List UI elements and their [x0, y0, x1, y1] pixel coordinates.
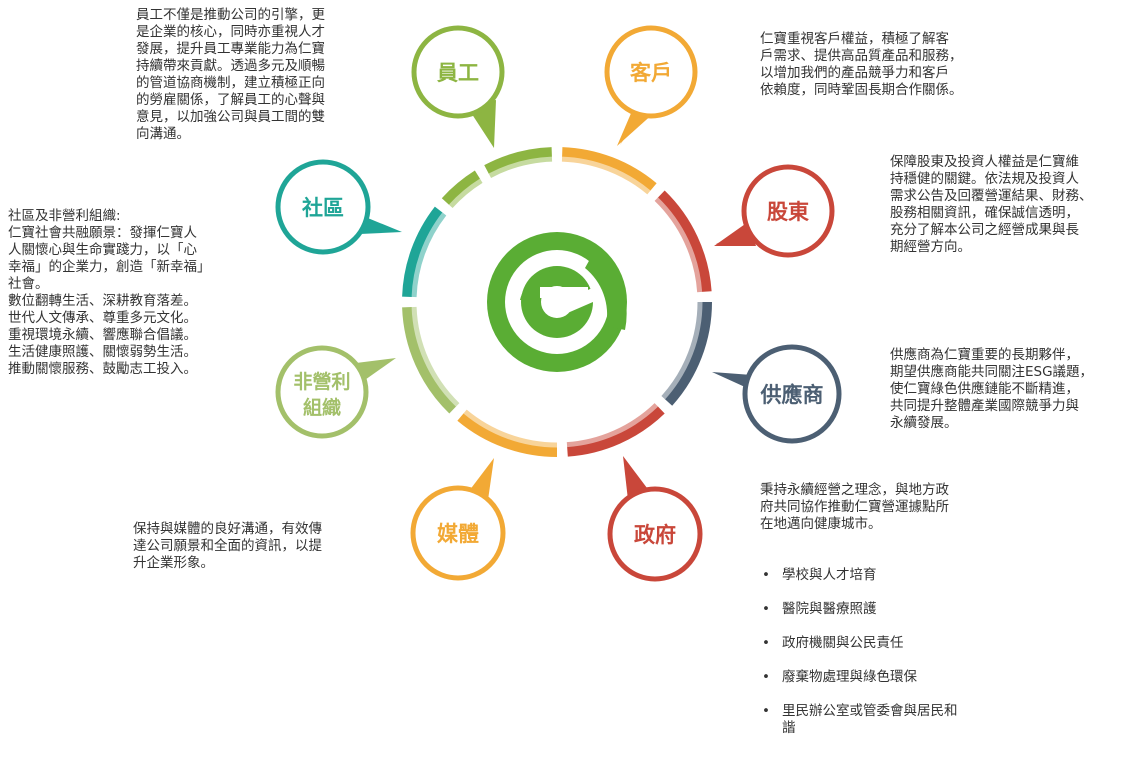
- ring-segment-inner: [561, 156, 651, 195]
- ring-segment: [457, 413, 558, 457]
- list-item: 廢棄物處理與綠色環保: [760, 669, 1000, 686]
- ring-segment: [402, 307, 457, 414]
- bubble-shareholders: 股東: [714, 164, 835, 258]
- label-employees: 員工: [436, 60, 479, 85]
- desc-government-intro: 秉持永續經營之理念，與地方政 府共同協作推動仁寶營運據點所 在地邁向健康城市。: [760, 482, 949, 532]
- ring-segment-inner: [566, 403, 659, 448]
- desc-community: 社區及非營利組織: 仁寶社會共融願景：發揮仁寶人 人關懷心與生命實踐力，以「心 …: [8, 208, 211, 377]
- ring-segment-inner: [661, 301, 703, 400]
- ring-segment: [441, 170, 481, 206]
- ring-segment: [657, 190, 712, 292]
- ring-segment-inner: [488, 156, 553, 178]
- list-item: 醫院與醫療照護: [760, 601, 1000, 618]
- label-shareholders: 股東: [767, 199, 809, 224]
- ring-segment-inner: [448, 178, 483, 209]
- desc-government: 秉持永續經營之理念，與地方政 府共同協作推動仁寶營運據點所 在地邁向健康城市。 …: [760, 465, 1000, 771]
- ring-segment-inner: [411, 306, 460, 407]
- ring-segment: [567, 406, 665, 457]
- desc-government-list: 學校與人才培育 醫院與醫療照護 政府機關與公民責任 廢棄物處理與綠色環保 里民辦…: [760, 550, 1000, 754]
- ring-segment: [664, 301, 712, 406]
- desc-suppliers: 供應商為仁寶重要的長期夥伴， 期望供應商能共同關注ESG議題， 使仁寶綠色供應鏈…: [890, 347, 1094, 431]
- stakeholder-diagram: 員工 客戶 股東 供應商 政府 媒體 非營利 組織 社區: [275, 25, 842, 582]
- central-ring: [402, 147, 712, 457]
- bubble-community: 社區: [275, 159, 402, 255]
- list-item: 里民辦公室或管委會與居民和 諧: [760, 703, 1000, 737]
- label-government: 政府: [634, 522, 676, 547]
- bubble-employees: 員工: [411, 25, 505, 148]
- label-nonprofit-line1: 非營利: [293, 370, 350, 393]
- bubble-media: 媒體: [410, 458, 506, 581]
- label-suppliers: 供應商: [760, 382, 824, 407]
- ring-segment: [402, 206, 443, 298]
- company-logo: [487, 232, 627, 372]
- label-customers: 客戶: [630, 60, 672, 85]
- ring-segment: [561, 147, 657, 191]
- ring-segment: [484, 147, 553, 175]
- label-media: 媒體: [437, 521, 479, 546]
- list-item: 學校與人才培育: [760, 567, 1000, 584]
- ring-segment-inner: [411, 212, 447, 298]
- desc-media: 保持與媒體的良好溝通，有效傳 達公司願景和全面的資訊，以提 升企業形象。: [133, 521, 322, 571]
- bubble-government: 政府: [607, 456, 703, 582]
- desc-shareholders: 保障股東及投資人權益是仁寶維 持穩健的關鍵。依法規及投資人 需求公告及回覆營運結…: [890, 154, 1093, 255]
- desc-customers: 仁寶重視客戶權益，積極了解客 戶需求、提供高品質產品和服務， 以增加我們的產品競…: [760, 31, 963, 98]
- list-item: 政府機關與公民責任: [760, 635, 1000, 652]
- label-community: 社區: [301, 195, 344, 220]
- ring-segment-inner: [463, 409, 558, 448]
- bubble-customers: 客戶: [604, 25, 698, 146]
- desc-employees: 員工不僅是推動公司的引擎，更 是企業的核心，同時亦重視人才 發展，提升員工專業能…: [136, 7, 325, 142]
- bubble-nonprofit: 非營利 組織: [275, 345, 396, 439]
- bubble-suppliers: 供應商: [712, 344, 842, 444]
- label-nonprofit-line2: 組織: [303, 396, 341, 419]
- ring-segment-inner: [654, 197, 703, 293]
